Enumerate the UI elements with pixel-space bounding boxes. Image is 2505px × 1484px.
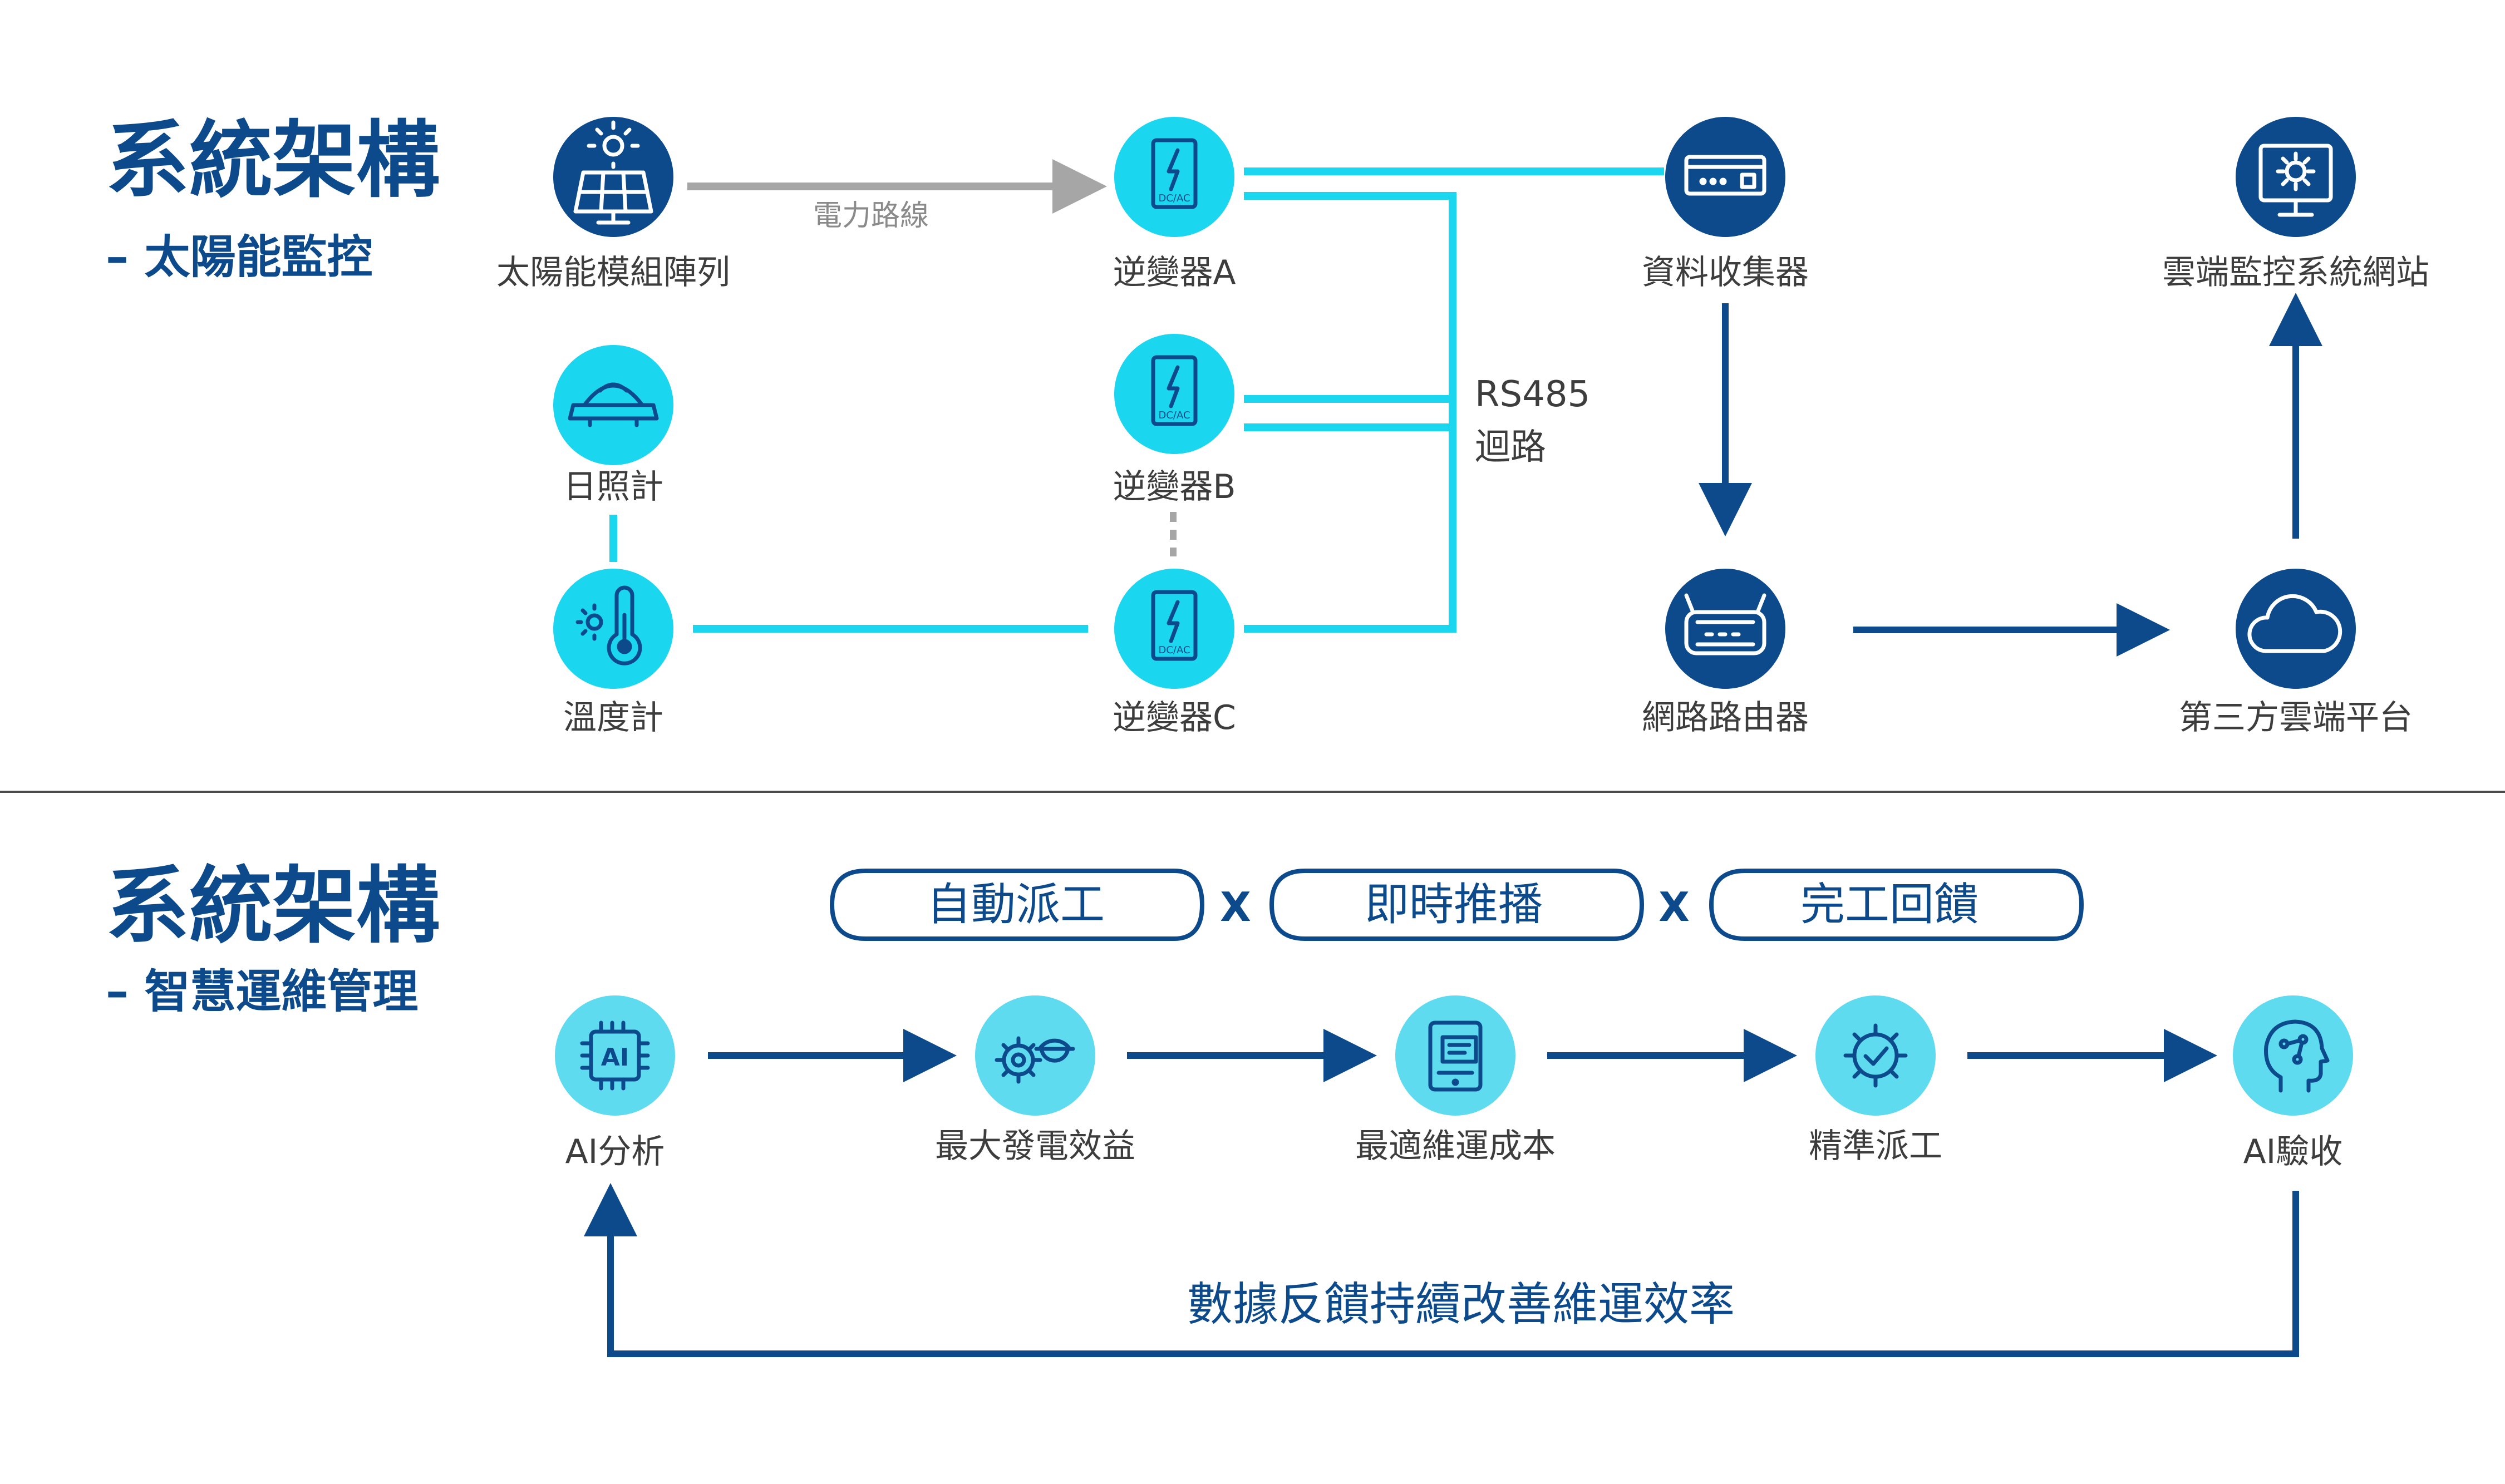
step-precise-dispatch-circle [1815, 995, 1936, 1116]
step-max-generation: 最大發電效益 [935, 995, 1135, 1166]
node-inverter-c: DC/AC 逆變器C [1113, 569, 1236, 737]
node-data-collector: 資料收集器 [1642, 117, 1809, 292]
node-irradiance-meter: 日照計 [553, 345, 673, 506]
inverter-a-label: 逆變器A [1113, 253, 1236, 292]
inverter-c-badge: DC/AC [1158, 644, 1190, 656]
irradiance-meter-label: 日照計 [563, 467, 663, 506]
solar-array-label: 太陽能模組陣列 [496, 253, 730, 292]
step-optimal-cost-circle [1395, 995, 1515, 1116]
thermometer-label: 溫度計 [563, 698, 663, 737]
step-max-generation-circle [975, 995, 1095, 1116]
router-circle [1665, 569, 1785, 689]
section1-title: 系統架構 [106, 112, 440, 209]
node-cloud-monitor-site: 雲端監控系統網站 [2162, 117, 2429, 292]
rs485-loop-outer [1244, 192, 1456, 633]
node-inverter-b: DC/AC 逆變器B [1113, 334, 1236, 506]
pill-separator-2: X [1658, 884, 1690, 930]
step-ai-analysis-circle [555, 995, 675, 1116]
step-ai-acceptance-label: AI驗收 [2243, 1132, 2343, 1171]
inverter-icon: DC/AC [1151, 590, 1198, 661]
gears-worker-icon [995, 1036, 1075, 1084]
thermometer-icon [575, 585, 642, 665]
section1-subtitle: – 太陽能監控 [106, 231, 373, 284]
pill-separator-1: X [1220, 884, 1251, 930]
data-logger-icon [1684, 155, 1766, 196]
solar-panel-icon [573, 120, 653, 225]
step-optimal-cost: 最適維運成本 [1355, 995, 1556, 1166]
feedback-label: 數據反饋持續改善維運效率 [1187, 1278, 1735, 1331]
rs485-loop-label: 迴路 [1475, 427, 1546, 468]
rs485-label: RS485 [1475, 374, 1590, 415]
inverter-b-label: 逆變器B [1113, 467, 1236, 506]
pill-completion-feedback-label: 完工回饋 [1800, 879, 1979, 930]
monitor-gear-icon [2258, 144, 2333, 217]
feedback-loop-arrow [584, 1183, 2299, 1357]
pyranometer-icon [568, 382, 659, 427]
step-optimal-cost-label: 最適維運成本 [1355, 1127, 1556, 1166]
process-pills: 自動派工 X 即時推播 X 完工回饋 [829, 869, 2084, 941]
pill-realtime-push [1269, 869, 1645, 941]
ai-chip-icon: AI [580, 1020, 650, 1091]
router-icon [1684, 593, 1766, 655]
pill-completion-feedback [1709, 869, 2084, 941]
monitor-site-circle [2236, 117, 2356, 237]
step-ai-acceptance: AI驗收 [2233, 995, 2353, 1171]
pill-auto-dispatch-label: 自動派工 [927, 879, 1105, 930]
ai-head-icon [2264, 1019, 2330, 1093]
solar-array-circle [553, 117, 673, 237]
router-label: 網路路由器 [1642, 698, 1809, 737]
pill-realtime-push-label: 即時推播 [1365, 879, 1543, 930]
step-max-generation-label: 最大發電效益 [935, 1127, 1135, 1166]
thermometer-circle [553, 569, 673, 689]
data-collector-circle [1665, 117, 1785, 237]
inverter-b-badge: DC/AC [1158, 410, 1190, 421]
section2-subtitle: – 智慧運維管理 [106, 965, 419, 1018]
monitor-site-label: 雲端監控系統網站 [2162, 253, 2429, 292]
cloud-icon [2247, 594, 2342, 653]
power-line-label: 電力路線 [813, 199, 929, 233]
node-router: 網路路由器 [1642, 569, 1809, 737]
node-third-party-cloud: 第三方雲端平台 [2179, 569, 2413, 737]
inverter-icon: DC/AC [1151, 138, 1198, 209]
node-thermometer: 溫度計 [553, 569, 673, 737]
pill-auto-dispatch [829, 869, 1205, 941]
rs485-lines [609, 167, 1664, 633]
step-precise-dispatch: 精準派工 [1809, 995, 1942, 1166]
data-collector-label: 資料收集器 [1642, 253, 1809, 292]
section2-title: 系統架構 [106, 858, 440, 955]
inverter-c-label: 逆變器C [1113, 698, 1236, 737]
cloud-circle [2236, 569, 2356, 689]
gear-check-icon [1843, 1023, 1908, 1088]
tablet-report-icon [1428, 1020, 1483, 1092]
step-ai-analysis-label: AI分析 [565, 1132, 665, 1171]
step-precise-dispatch-label: 精準派工 [1809, 1127, 1942, 1166]
ai-chip-badge: AI [601, 1043, 629, 1072]
step-ai-acceptance-circle [2233, 995, 2353, 1116]
step-ai-analysis: AI AI分析 [555, 995, 675, 1171]
inverter-icon: DC/AC [1151, 355, 1198, 426]
inverter-a-badge: DC/AC [1158, 193, 1190, 204]
node-solar-array: 太陽能模組陣列 [496, 117, 730, 292]
cloud-label: 第三方雲端平台 [2179, 698, 2413, 737]
node-inverter-a: DC/AC 逆變器A [1113, 117, 1236, 292]
